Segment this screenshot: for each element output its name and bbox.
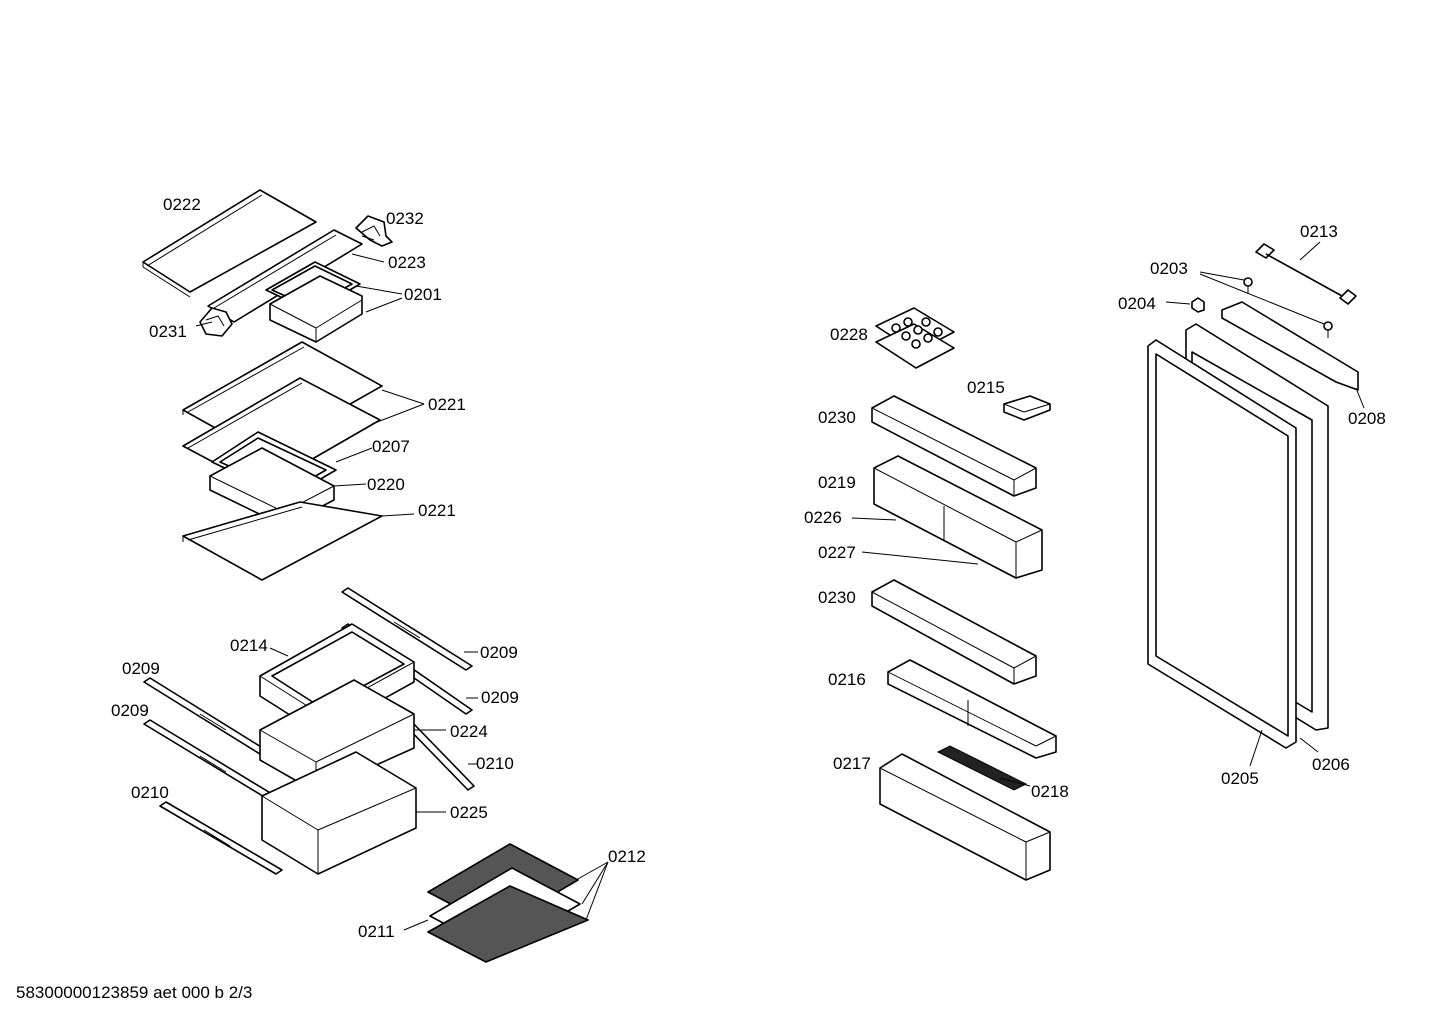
part-0231-clip <box>199 307 233 337</box>
callout-0210-a: 0210 <box>476 754 514 773</box>
callout-0216: 0216 <box>828 670 866 689</box>
callout-0231: 0231 <box>149 322 187 341</box>
diagram-id: 58300000123859 aet 000 b 2/3 <box>16 983 252 1002</box>
callout-0205: 0205 <box>1221 769 1259 788</box>
callout-0221-a: 0221 <box>428 395 466 414</box>
callout-0201: 0201 <box>404 285 442 304</box>
part-0222-glass-shelf <box>142 189 317 298</box>
callout-0230-b: 0230 <box>818 588 856 607</box>
callout-0209-b: 0209 <box>122 659 160 678</box>
part-0228-egg-tray <box>875 307 955 369</box>
callout-0210-b: 0210 <box>131 783 169 802</box>
part-0203-screws <box>1243 277 1333 338</box>
callout-0217: 0217 <box>833 754 871 773</box>
part-0216-small-shelf <box>887 659 1057 759</box>
callout-0208: 0208 <box>1348 409 1386 428</box>
part-0225-drawer <box>261 751 417 875</box>
part-0232-clip <box>355 215 393 247</box>
part-0201-box <box>265 261 363 343</box>
callout-0226: 0226 <box>804 508 842 527</box>
callout-0218: 0218 <box>1031 782 1069 801</box>
part-0204-clip <box>1191 297 1205 313</box>
callout-0224: 0224 <box>450 722 488 741</box>
part-0230-door-shelf-top <box>871 395 1037 497</box>
callout-0203: 0203 <box>1150 259 1188 278</box>
callout-0209-a: 0209 <box>480 643 518 662</box>
callout-0219: 0219 <box>818 473 856 492</box>
part-0215-small-box <box>1003 395 1051 421</box>
callout-0223: 0223 <box>388 253 426 272</box>
part-0208-bracket <box>1221 301 1359 391</box>
callout-0213: 0213 <box>1300 222 1338 241</box>
callout-0214: 0214 <box>230 636 268 655</box>
callout-0207: 0207 <box>372 437 410 456</box>
callout-0225: 0225 <box>450 803 488 822</box>
callout-0209-c: 0209 <box>481 688 519 707</box>
part-0213-handle <box>1255 243 1357 305</box>
callout-0227: 0227 <box>818 543 856 562</box>
callout-0230-a: 0230 <box>818 408 856 427</box>
part-0217-large-shelf <box>879 753 1051 881</box>
callout-0215: 0215 <box>967 378 1005 397</box>
leader-lines <box>195 235 1365 931</box>
part-0230-door-shelf-bottom <box>871 579 1037 685</box>
callout-0220: 0220 <box>367 475 405 494</box>
callout-0206: 0206 <box>1312 755 1350 774</box>
callout-0232: 0232 <box>386 209 424 228</box>
part-0205-gasket <box>1147 339 1297 749</box>
part-0209-rail-right-top <box>341 587 473 671</box>
part-0210-rail-left <box>159 801 283 875</box>
callout-labels: 0222 0232 0223 0201 0231 0221 0207 0220 … <box>111 195 1386 941</box>
callout-0212: 0212 <box>608 847 646 866</box>
part-0221-shelf-c <box>182 501 383 581</box>
part-0219-0226-0227-bottle-holder <box>873 455 1043 579</box>
callout-0211: 0211 <box>358 922 395 941</box>
callout-0209-d: 0209 <box>111 701 149 720</box>
callout-0228: 0228 <box>830 325 868 344</box>
callout-0222: 0222 <box>163 195 201 214</box>
part-0211-grille-bottom <box>426 885 590 963</box>
callout-0221-b: 0221 <box>418 501 456 520</box>
callout-0204: 0204 <box>1118 294 1156 313</box>
